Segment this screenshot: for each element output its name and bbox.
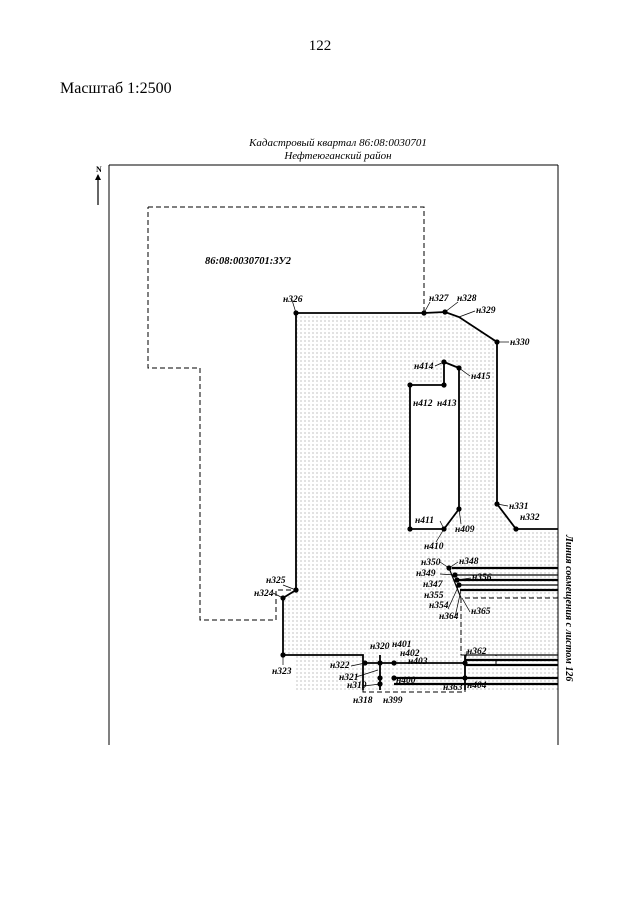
point-label: н401	[392, 640, 412, 650]
point-label: н322	[330, 661, 350, 671]
point-label: н328	[457, 294, 477, 304]
point-label: н404	[467, 681, 487, 691]
page-number: 122	[308, 38, 332, 54]
point-label: н362	[467, 647, 487, 657]
point-label: н410	[424, 542, 444, 552]
scale-label: Масштаб 1:2500	[60, 80, 172, 97]
point-label: н415	[471, 372, 491, 382]
point-label: н355	[424, 591, 444, 601]
point-label: н320	[370, 642, 390, 652]
leader-lines	[272, 299, 509, 687]
point-label: н318	[353, 696, 373, 706]
north-arrow-icon: N	[95, 165, 102, 205]
point-label: н326	[283, 295, 303, 305]
south-dashed-boundary	[362, 690, 466, 693]
point-label: н332	[520, 513, 540, 523]
point-label: н356	[472, 573, 492, 583]
point-label: н323	[272, 667, 292, 677]
point-label: н402	[400, 649, 420, 659]
point-label: н412	[413, 399, 433, 409]
point-label: н413	[437, 399, 457, 409]
point-label: н411	[415, 516, 434, 526]
point-label: н414	[414, 362, 434, 372]
point-label: н365	[471, 607, 491, 617]
parcel-boundary	[296, 311, 558, 530]
point-label: н349	[416, 569, 436, 579]
point-label: н329	[476, 306, 496, 316]
point-label: н331	[509, 502, 529, 512]
point-label: н324	[254, 589, 274, 599]
point-label: н400	[396, 676, 416, 686]
corridor-lines	[363, 566, 558, 690]
point-label: н325	[266, 576, 286, 586]
district-name: Нефтеюганский район	[284, 150, 392, 162]
point-label: н327	[429, 294, 450, 304]
point-label: н354	[429, 601, 449, 611]
point-label: н348	[459, 557, 479, 567]
inner-contour	[409, 360, 460, 530]
quarter-number: Кадастровый квартал 86:08:0030701	[249, 137, 427, 149]
point-label: н364	[439, 612, 459, 622]
north-letter: N	[96, 165, 102, 174]
point-label: н363	[443, 683, 463, 693]
point-label: н330	[510, 338, 530, 348]
neighbor-parcel-boundary	[147, 206, 425, 621]
point-label: н350	[421, 558, 441, 568]
parcel-area	[283, 312, 558, 692]
point-labels: н326 н327 н328 н329 н330 н414 н415 н412 …	[254, 294, 540, 706]
point-label: н321	[339, 673, 359, 683]
point-label: н409	[455, 525, 475, 535]
parcel-boundary-west	[282, 313, 364, 690]
match-line-label: Линия совмещения с листом 126	[563, 534, 574, 681]
parcel-label: 86:08:0030701:ЗУ2	[205, 256, 292, 267]
point-label: н403	[408, 657, 428, 667]
point-label: н319	[347, 681, 367, 691]
point-label: н399	[383, 696, 403, 706]
point-label: н347	[423, 580, 444, 590]
quarter-title: Кадастровый квартал 86:08:0030701 Нефтею…	[170, 137, 506, 163]
